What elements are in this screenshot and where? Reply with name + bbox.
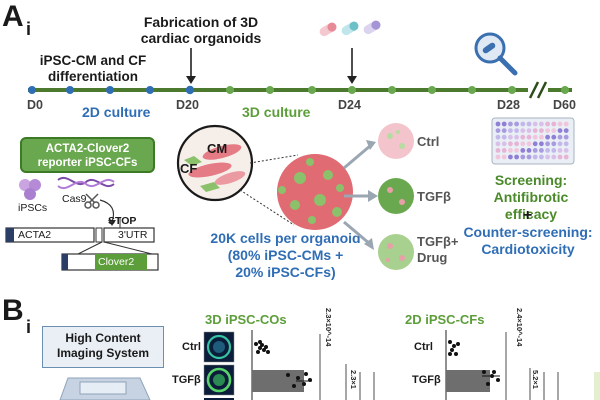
reporter-line-1: ACTA2-Clover2 xyxy=(45,143,130,155)
phase-3d-label: 3D culture xyxy=(242,104,311,120)
condition-tgfb-drug-line-1: TGFβ+ xyxy=(417,234,459,249)
counter-line-1: Counter-screening: xyxy=(463,224,593,240)
capsule-icon xyxy=(363,20,381,35)
hcs-line-2: Imaging System xyxy=(56,346,150,360)
cf-label: CF xyxy=(180,161,198,176)
tgfb-organoid-icon xyxy=(378,178,414,214)
stop-label: STOP xyxy=(108,215,137,227)
cm-label: CM xyxy=(207,141,228,156)
organoid-text-line-2: (80% iPSC-CMs + xyxy=(227,247,344,263)
cas9-label: Cas9 xyxy=(62,193,87,205)
reporter-line-2: reporter iPSC-CFs xyxy=(37,157,138,169)
cos-micrograph-tgfb xyxy=(203,364,235,396)
timeline-graphic xyxy=(28,20,572,99)
day-label-d60: D60 xyxy=(553,98,576,112)
screening-line-2: Antifibrotic efficacy xyxy=(493,189,569,222)
cos-row-ctrl-label: Ctrl xyxy=(182,341,201,353)
magnifier-icon xyxy=(474,32,518,76)
counter-line-2: Cardiotoxicity xyxy=(481,241,575,257)
scissors-icon xyxy=(84,193,100,209)
fabrication-line-2: cardiac organoids xyxy=(140,30,262,46)
cos-micrograph-ctrl xyxy=(203,331,235,363)
screening-line-1: Screening: xyxy=(494,172,568,188)
cos-pvalue-2: 2.3×1 xyxy=(349,370,358,389)
day-label-d28: D28 xyxy=(497,98,520,112)
counter-screening-text: Counter-screening: Cardiotoxicity xyxy=(458,224,598,258)
differentiation-line-2: differentiation xyxy=(48,69,138,84)
cos-row-tgfb-label: TGFβ xyxy=(172,374,201,386)
cos-ctrl-dots xyxy=(254,340,270,354)
cos-tgfb-bar xyxy=(252,370,312,392)
gene-editing-graphic xyxy=(5,177,159,271)
cfs-pvalue-2: 5.2×1 xyxy=(531,370,540,389)
cfs-row-ctrl-label: Ctrl xyxy=(414,341,433,353)
cardiac-organoid-icon xyxy=(277,154,353,230)
panel-b-sub: i xyxy=(26,317,32,337)
panel-b-plots xyxy=(203,330,600,400)
panel-a-letter: A xyxy=(2,0,24,33)
capsule-icon xyxy=(319,22,337,37)
phase-2d-label: 2D culture xyxy=(82,104,151,120)
cfs-pvalue-1: 2.4×10^-14 xyxy=(515,308,524,347)
ipscs-label: iPSCs xyxy=(18,202,48,214)
cfs-row-tgfb-label: TGFβ xyxy=(412,374,441,386)
cos-pvalue-1: 2.3×10^-14 xyxy=(324,308,333,347)
condition-tgfb-drug-line-2: Drug xyxy=(417,250,448,265)
arrow-down-icon xyxy=(347,48,357,84)
arrow-down-icon xyxy=(186,48,196,84)
fibroblast-icons xyxy=(184,156,220,192)
fabrication-annotation: Fabrication of 3D cardiac organoids xyxy=(126,14,276,46)
condition-tgfb-drug-label: TGFβ+ Drug xyxy=(417,234,459,266)
ctrl-organoid-icon xyxy=(378,123,414,159)
cfs-title: 2D iPSC-CFs xyxy=(405,312,485,327)
cfs-tgfb-bar xyxy=(446,370,500,392)
clover2-label: Clover2 xyxy=(98,256,135,268)
condition-ctrl-label: Ctrl xyxy=(417,134,440,149)
plus-sign: + xyxy=(523,207,533,224)
condition-tgfb-label: TGFβ xyxy=(417,189,451,204)
tgfb-drug-organoid-icon xyxy=(378,234,414,270)
utr-label: 3'UTR xyxy=(118,229,148,241)
hcs-line-1: High Content xyxy=(65,331,141,345)
fabrication-line-1: Fabrication of 3D xyxy=(143,14,259,30)
hcs-box: High Content Imaging System xyxy=(42,326,164,368)
imaging-system-icon xyxy=(59,377,151,400)
cfs-ctrl-dots xyxy=(448,340,460,356)
cardiomyocyte-icons xyxy=(188,144,246,185)
well-plate-icon xyxy=(491,117,575,165)
panel-a-sub: i xyxy=(26,19,32,39)
dna-icon xyxy=(57,177,115,189)
differentiation-annotation: iPSC-CM and CF differentiation xyxy=(34,53,152,85)
organoid-text-line-1: 20K cells per organoid xyxy=(210,230,361,246)
acta2-label: ACTA2 xyxy=(18,229,52,241)
organoid-composition-text: 20K cells per organoid (80% iPSC-CMs + 2… xyxy=(198,230,373,281)
differentiation-line-1: iPSC-CM and CF xyxy=(39,53,147,68)
timeline-dots xyxy=(28,85,569,95)
capsule-icon xyxy=(341,21,359,36)
day-label-d20: D20 xyxy=(176,98,199,112)
screening-text: Screening: Antifibrotic efficacy xyxy=(466,172,596,223)
organoid-graphic xyxy=(176,124,353,230)
panel-b-letter: B xyxy=(2,294,24,327)
treatment-graphic xyxy=(343,123,414,270)
organoid-text-line-3: 20% iPSC-CFs) xyxy=(235,264,336,280)
reporter-box: ACTA2-Clover2 reporter iPSC-CFs xyxy=(20,137,155,173)
day-label-d0: D0 xyxy=(27,98,43,112)
ipsc-cluster-icon xyxy=(19,179,41,200)
cos-title: 3D iPSC-COs xyxy=(205,312,287,327)
day-label-d24: D24 xyxy=(338,98,361,112)
